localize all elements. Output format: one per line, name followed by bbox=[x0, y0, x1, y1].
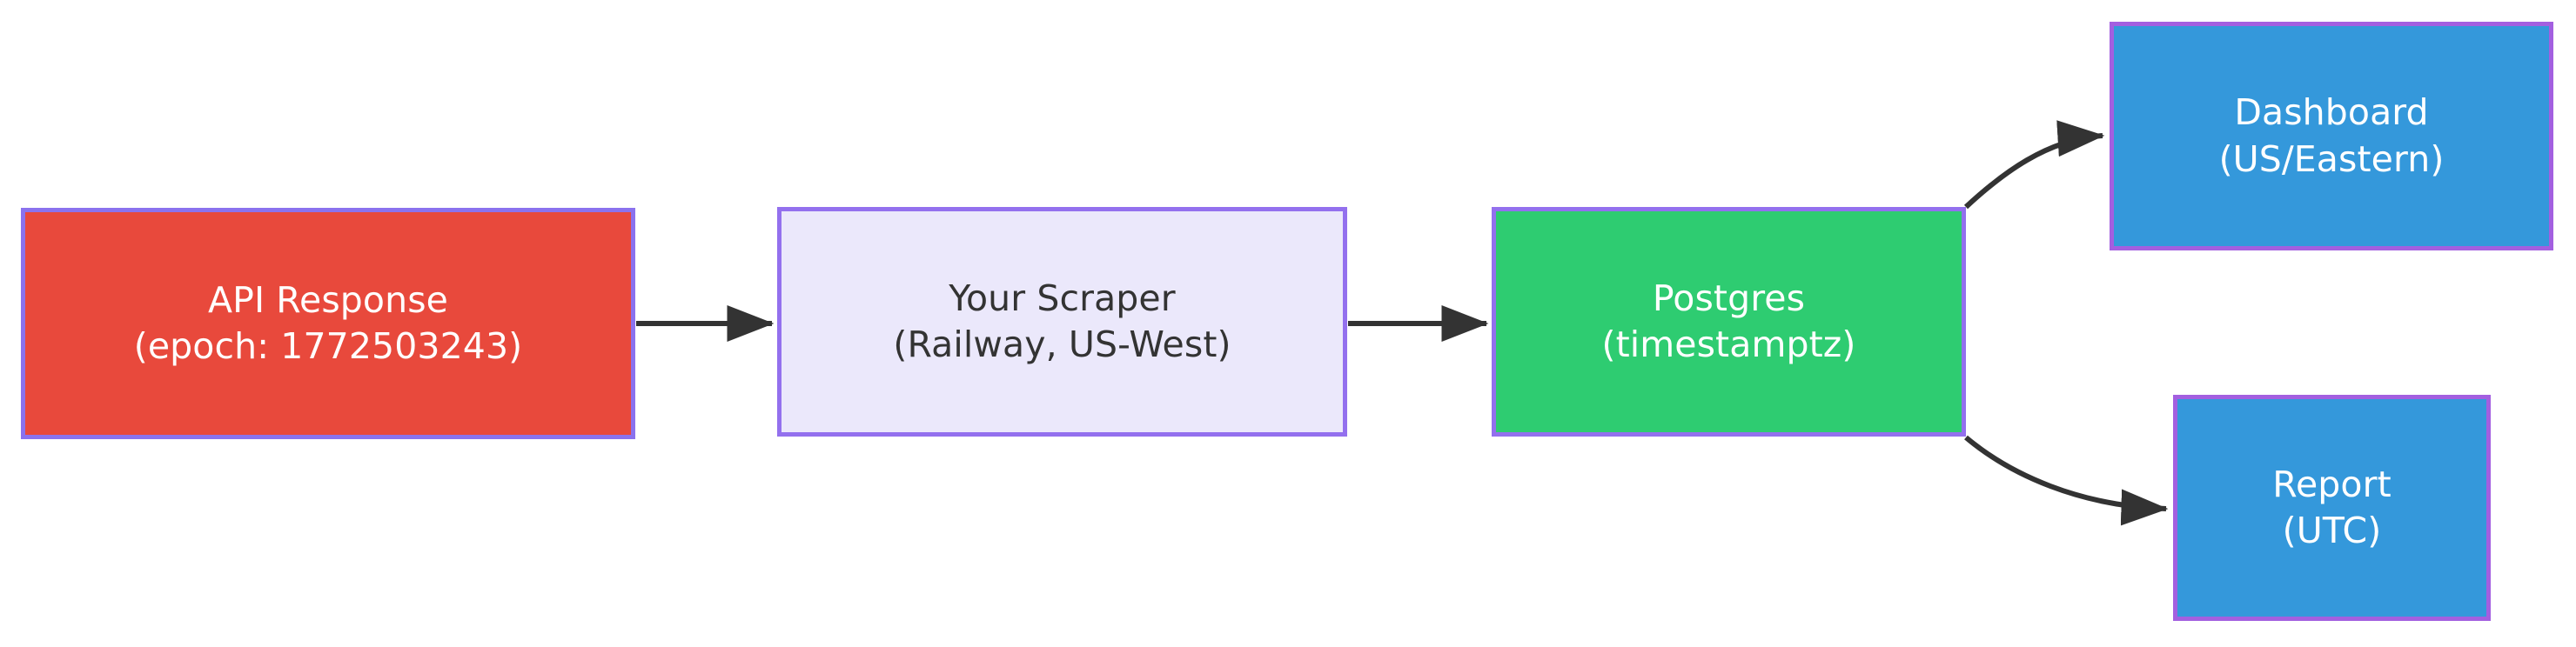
node-dashboard-line1: Dashboard bbox=[2234, 91, 2429, 134]
node-report[interactable]: Report (UTC) bbox=[2173, 395, 2491, 621]
node-postgres-line1: Postgres bbox=[1652, 277, 1806, 319]
node-dashboard[interactable]: Dashboard (US/Eastern) bbox=[2110, 22, 2553, 250]
node-report-line1: Report bbox=[2272, 463, 2392, 505]
node-your-scraper-line2: (Railway, US-West) bbox=[893, 324, 1231, 365]
node-api-response-line2: (epoch: 1772503243) bbox=[133, 325, 523, 367]
node-postgres[interactable]: Postgres (timestamptz) bbox=[1492, 207, 1966, 437]
node-your-scraper-line1: Your Scraper bbox=[949, 277, 1176, 319]
node-api-response[interactable]: API Response (epoch: 1772503243) bbox=[21, 208, 635, 439]
edge-postgres-to-report bbox=[1964, 435, 2169, 526]
node-report-line2: (UTC) bbox=[2282, 510, 2382, 551]
node-dashboard-line2: (US/Eastern) bbox=[2218, 137, 2445, 180]
edge-postgres-to-dashboard bbox=[1963, 120, 2105, 210]
node-api-response-line1: API Response bbox=[207, 278, 448, 321]
node-your-scraper[interactable]: Your Scraper (Railway, US-West) bbox=[777, 207, 1347, 437]
node-postgres-line2: (timestamptz) bbox=[1601, 324, 1856, 365]
